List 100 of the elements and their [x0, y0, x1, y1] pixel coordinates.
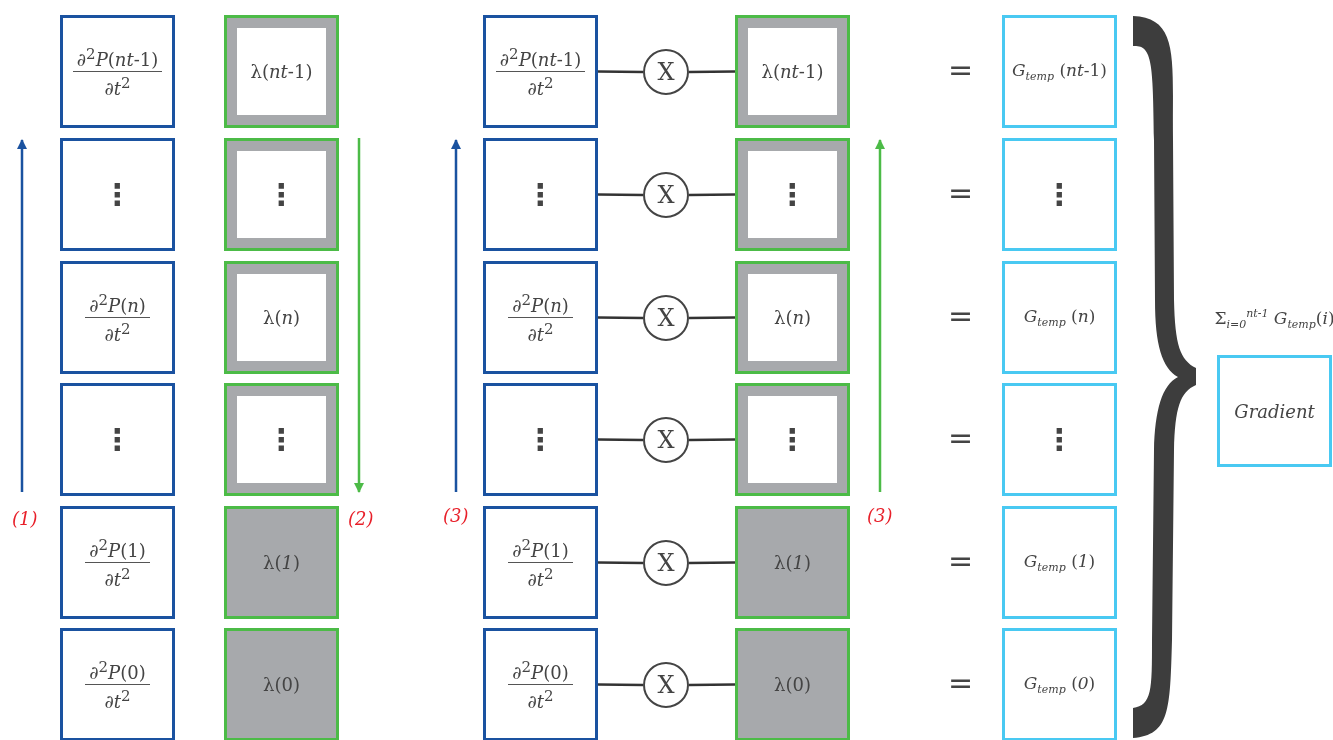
result-box — [1002, 261, 1117, 374]
matrix-box — [60, 383, 175, 496]
vertical-ellipsis: ⋮ — [102, 422, 133, 457]
shaded-box — [735, 506, 850, 619]
formula-text: λ(1) — [263, 552, 300, 573]
matrix-box — [483, 506, 598, 619]
formula-text: G$_{temp}$ (0) — [1023, 672, 1096, 697]
shaded-box — [735, 628, 850, 740]
matrix-box — [483, 261, 598, 374]
fraction-denominator: ∂t$^{2}$ — [527, 73, 554, 100]
equals-sign: = — [948, 298, 974, 333]
multiply-sign: X — [657, 181, 675, 209]
fraction-denominator: ∂t$^{2}$ — [527, 319, 554, 346]
fraction-numerator: ∂$^{2}$P(nt-1) — [495, 43, 586, 72]
matrix-box — [60, 261, 175, 374]
multiply-circle — [643, 172, 689, 218]
connector-line — [598, 561, 643, 565]
framed-box — [735, 15, 850, 128]
multiply-circle — [643, 417, 689, 463]
vertical-ellipsis: ⋮ — [266, 177, 297, 212]
fraction-denominator: ∂t$^{2}$ — [104, 564, 131, 591]
fraction-denominator: ∂t$^{2}$ — [527, 564, 554, 591]
vertical-ellipsis: ⋮ — [525, 422, 556, 457]
vertical-ellipsis: ⋮ — [777, 422, 808, 457]
formula-text: λ(n) — [773, 307, 812, 328]
multiply-sign: X — [657, 549, 675, 577]
fraction-numerator: ∂$^{2}$P(nt-1) — [72, 43, 163, 72]
formula-text: λ(1) — [774, 552, 811, 573]
multiply-circle — [643, 540, 689, 586]
framed-box — [224, 261, 339, 374]
step-number: (2) — [348, 508, 374, 529]
formula-text: λ(0) — [263, 674, 300, 695]
shaded-box — [224, 506, 339, 619]
summation-formula: Σ$_{i=0}$$^{nt-1}$ G$_{temp}$(i) — [1213, 307, 1333, 332]
matrix-box — [483, 138, 598, 251]
vertical-ellipsis: ⋮ — [525, 177, 556, 212]
framed-box — [224, 138, 339, 251]
connector-line — [598, 316, 643, 320]
curly-brace — [1133, 16, 1197, 739]
multiply-circle — [643, 295, 689, 341]
matrix-box — [60, 138, 175, 251]
matrix-box — [483, 383, 598, 496]
formula-text: λ(nt-1) — [250, 61, 313, 82]
vertical-ellipsis: ⋮ — [266, 422, 297, 457]
fraction-numerator: ∂$^{2}$P(n) — [85, 289, 150, 318]
fraction-numerator: ∂$^{2}$P(n) — [508, 289, 573, 318]
matrix-box — [60, 15, 175, 128]
fraction-numerator: ∂$^{2}$P(0) — [508, 656, 573, 685]
vertical-ellipsis: ⋮ — [777, 177, 808, 212]
step-number: (3) — [443, 505, 469, 526]
formula-text: λ(n) — [262, 307, 301, 328]
matrix-box — [483, 15, 598, 128]
fraction-denominator: ∂t$^{2}$ — [104, 686, 131, 713]
step-number: (1) — [12, 508, 38, 529]
multiply-circle — [643, 49, 689, 95]
shaded-box — [224, 628, 339, 740]
multiply-circle — [643, 662, 689, 708]
framed-box — [224, 383, 339, 496]
matrix-box — [60, 506, 175, 619]
formula-text: λ(0) — [774, 674, 811, 695]
matrix-box — [60, 628, 175, 740]
connector-line — [689, 193, 735, 197]
vertical-ellipsis: ⋮ — [1044, 177, 1075, 212]
result-box — [1002, 15, 1117, 128]
formula-text: λ(nt-1) — [761, 61, 824, 82]
equals-sign: = — [948, 52, 974, 87]
fraction-numerator: ∂$^{2}$P(0) — [85, 656, 150, 685]
framed-box — [735, 261, 850, 374]
fraction-numerator: ∂$^{2}$P(1) — [85, 534, 150, 563]
equals-sign: = — [948, 665, 974, 700]
framed-box — [224, 15, 339, 128]
fraction-denominator: ∂t$^{2}$ — [104, 319, 131, 346]
fraction-numerator: ∂$^{2}$P(1) — [508, 534, 573, 563]
multiply-sign: X — [657, 58, 675, 86]
multiply-sign: X — [657, 671, 675, 699]
formula-text: G$_{temp}$ (nt-1) — [1012, 59, 1107, 84]
result-box — [1002, 628, 1117, 740]
multiply-sign: X — [657, 304, 675, 332]
connector-line — [598, 683, 643, 687]
connector-line — [689, 438, 735, 442]
vertical-ellipsis: ⋮ — [102, 177, 133, 212]
connector-line — [598, 193, 643, 197]
connector-line — [689, 561, 735, 565]
connector-line — [598, 438, 643, 442]
result-box — [1002, 506, 1117, 619]
formula-text: G$_{temp}$ (1) — [1023, 550, 1096, 575]
fraction-denominator: ∂t$^{2}$ — [104, 73, 131, 100]
gradient-label: Gradient — [1234, 400, 1315, 422]
equals-sign: = — [948, 175, 974, 210]
connector-line — [689, 683, 735, 687]
equals-sign: = — [948, 420, 974, 455]
connector-line — [598, 70, 643, 74]
result-box — [1002, 383, 1117, 496]
connector-line — [689, 316, 735, 320]
framed-box — [735, 138, 850, 251]
multiply-sign: X — [657, 426, 675, 454]
fraction-denominator: ∂t$^{2}$ — [527, 686, 554, 713]
connector-line — [689, 70, 735, 74]
formula-text: G$_{temp}$ (n) — [1023, 305, 1096, 330]
equals-sign: = — [948, 543, 974, 578]
